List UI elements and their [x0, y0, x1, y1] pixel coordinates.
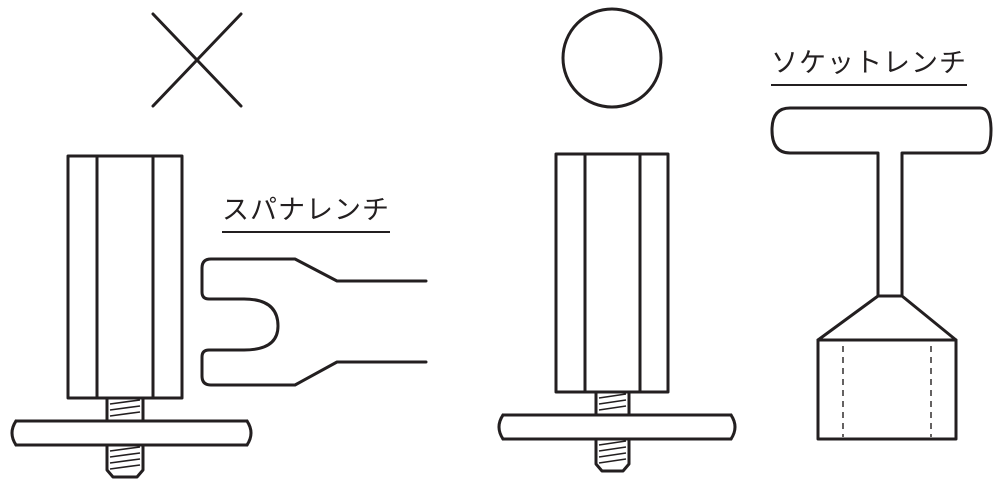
circle-mark [561, 7, 663, 109]
threaded-bolt-right [594, 390, 631, 473]
socket-wrench [770, 106, 993, 441]
standoff-nut-right [554, 152, 670, 394]
spanner-wrench [200, 257, 428, 387]
panel-plate-right [497, 413, 737, 441]
panel-plate-left [10, 419, 253, 447]
standoff-nut-left [66, 154, 184, 400]
socket-wrench-label: ソケットレンチ [771, 41, 967, 86]
threaded-bolt-left [105, 396, 145, 479]
spanner-wrench-label: スパナレンチ [222, 188, 390, 233]
cross-mark [151, 12, 243, 108]
